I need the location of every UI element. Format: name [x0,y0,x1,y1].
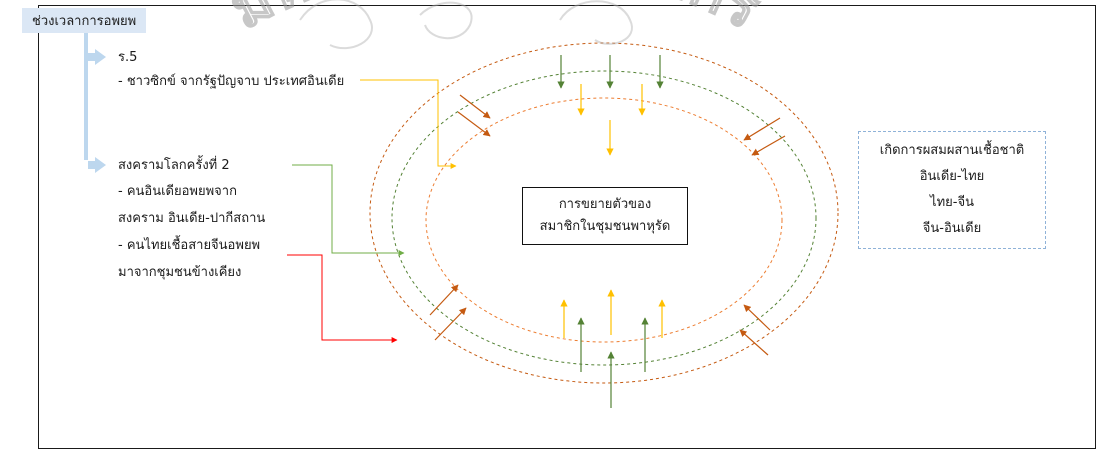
period2-line: - คนอินเดียอพยพจาก [118,184,237,199]
period1-line: - ชาวซิกข์ จากรัฐปัญจาบ ประเทศอินเดีย [118,74,345,89]
arrow-in-brown [751,135,786,156]
arrow-out-brown [743,304,771,331]
arrow-in-brown [457,111,491,137]
result-line: ไทย-จีน [930,195,974,210]
period2-line: มาจากชุมชนข้างเคียง [118,265,242,280]
middle-ring [391,70,817,366]
center-line: การขยายตัวของ [558,197,652,212]
outer-ring [369,42,839,384]
connector-yellow [360,79,457,169]
connector-red [287,254,398,343]
arrow-out-brown [739,329,769,356]
timeline-arrow-period2 [88,157,106,173]
period2-heading: สงครามโลกครั้งที่ 2 [118,158,230,173]
period2-line: - คนไทยเชื้อสายจีนอพยพ [118,238,261,253]
center-line: สมาชิกในชุมชนพาหุรัด [539,219,671,234]
arrow-in-brown [459,94,491,119]
timeline-title: ช่วงเวลาการอพยพ [22,8,147,33]
diagram-frame [38,5,1096,449]
result-box: เกิดการผสมผสานเชื้อชาติ อินเดีย-ไทย ไทย-… [858,131,1046,249]
result-line: จีน-อินเดีย [922,221,982,236]
period2-line: สงคราม อินเดีย-ปากีสถาน [118,211,266,226]
center-box: การขยายตัวของ สมาชิกในชุมชนพาหุรัด [522,187,688,245]
arrow-out-brown [429,284,459,316]
arrow-in-brown [743,117,781,141]
inner-ring [425,97,783,343]
arrow-out-brown [434,307,467,341]
result-line: เกิดการผสมผสานเชื้อชาติ [879,143,1025,158]
timeline-arrow-period1 [84,30,106,160]
connector-green [292,164,405,256]
period1-heading: ร.5 [118,50,138,65]
result-line: อินเดีย-ไทย [919,169,985,184]
